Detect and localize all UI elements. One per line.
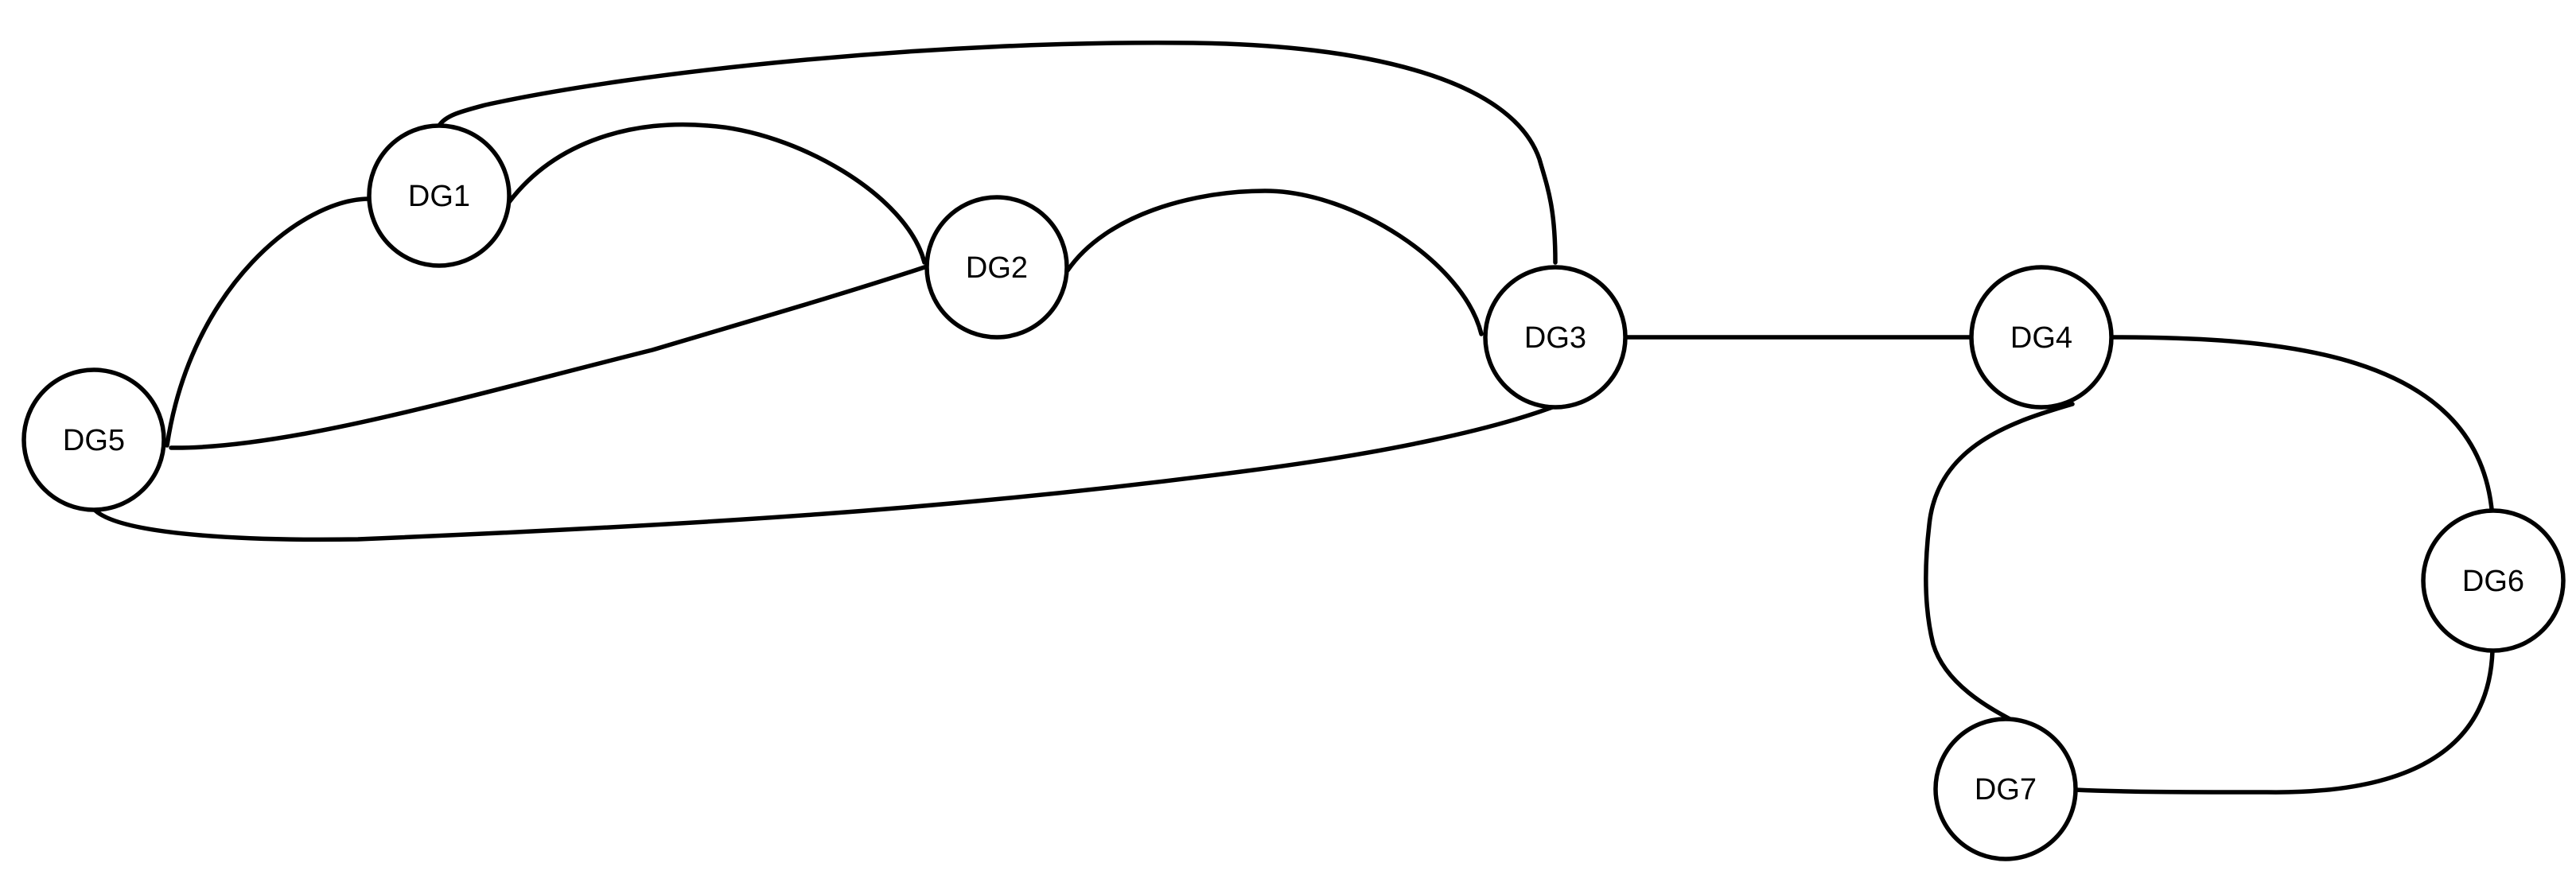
edge-dg4-dg6	[2107, 335, 2494, 511]
edge-dg2-dg3	[1065, 188, 1484, 336]
node-circle-dg4	[1969, 265, 2114, 410]
node-dg5: DG5	[21, 367, 166, 512]
node-dg1: DG1	[367, 123, 512, 268]
edge-dg1-dg5	[165, 196, 372, 448]
edge-dg3-dg5	[91, 402, 1563, 542]
node-dg6: DG6	[2421, 508, 2566, 653]
node-label-dg5: DG5	[63, 424, 125, 457]
edge-dg4-dg7	[1924, 402, 2075, 723]
node-circle-dg1	[367, 123, 512, 268]
node-dg3: DG3	[1483, 265, 1628, 410]
node-label-dg4: DG4	[2010, 321, 2072, 355]
edge-dg1-dg3	[437, 40, 1558, 265]
node-dg2: DG2	[924, 195, 1069, 340]
node-circle-dg3	[1483, 265, 1628, 410]
edge-dg1-dg2	[507, 122, 927, 265]
edge-dg2-dg5	[169, 264, 929, 450]
edge-dg6-dg7	[2072, 648, 2495, 795]
node-circle-dg2	[924, 195, 1069, 340]
node-label-dg7: DG7	[1975, 773, 2037, 806]
node-label-dg6: DG6	[2462, 565, 2524, 598]
node-circle-dg7	[1933, 717, 2078, 861]
node-circle-dg6	[2421, 508, 2566, 653]
node-label-dg1: DG1	[408, 180, 470, 213]
node-dg7: DG7	[1933, 717, 2078, 861]
node-dg4: DG4	[1969, 265, 2114, 410]
edges	[91, 40, 2495, 795]
node-label-dg3: DG3	[1524, 321, 1586, 355]
node-label-dg2: DG2	[966, 251, 1028, 285]
node-circle-dg5	[21, 367, 166, 512]
